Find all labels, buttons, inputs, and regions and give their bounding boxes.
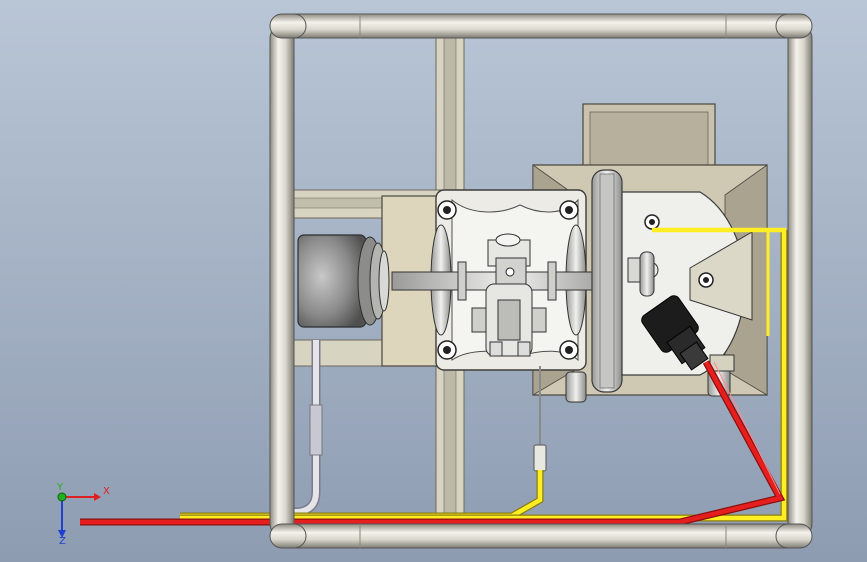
sensor-wire[interactable] xyxy=(533,366,547,472)
pump-body[interactable] xyxy=(381,189,629,371)
triad-z-label: Z xyxy=(59,536,66,547)
sensor-connector[interactable] xyxy=(639,293,709,371)
triad-x-label: X xyxy=(103,486,110,497)
piston-block-upper xyxy=(487,233,531,289)
electric-motor[interactable] xyxy=(297,234,390,328)
yellow-cable[interactable] xyxy=(180,227,788,522)
outer-frame[interactable] xyxy=(269,13,813,549)
coordinate-triad-icon xyxy=(57,492,101,538)
flywheel[interactable] xyxy=(591,169,623,393)
triad-y-label: Y xyxy=(57,482,64,493)
piston-block-lower xyxy=(471,283,547,357)
hose[interactable] xyxy=(270,340,323,517)
red-cable[interactable] xyxy=(80,360,786,526)
mounting-bolts xyxy=(437,200,579,360)
